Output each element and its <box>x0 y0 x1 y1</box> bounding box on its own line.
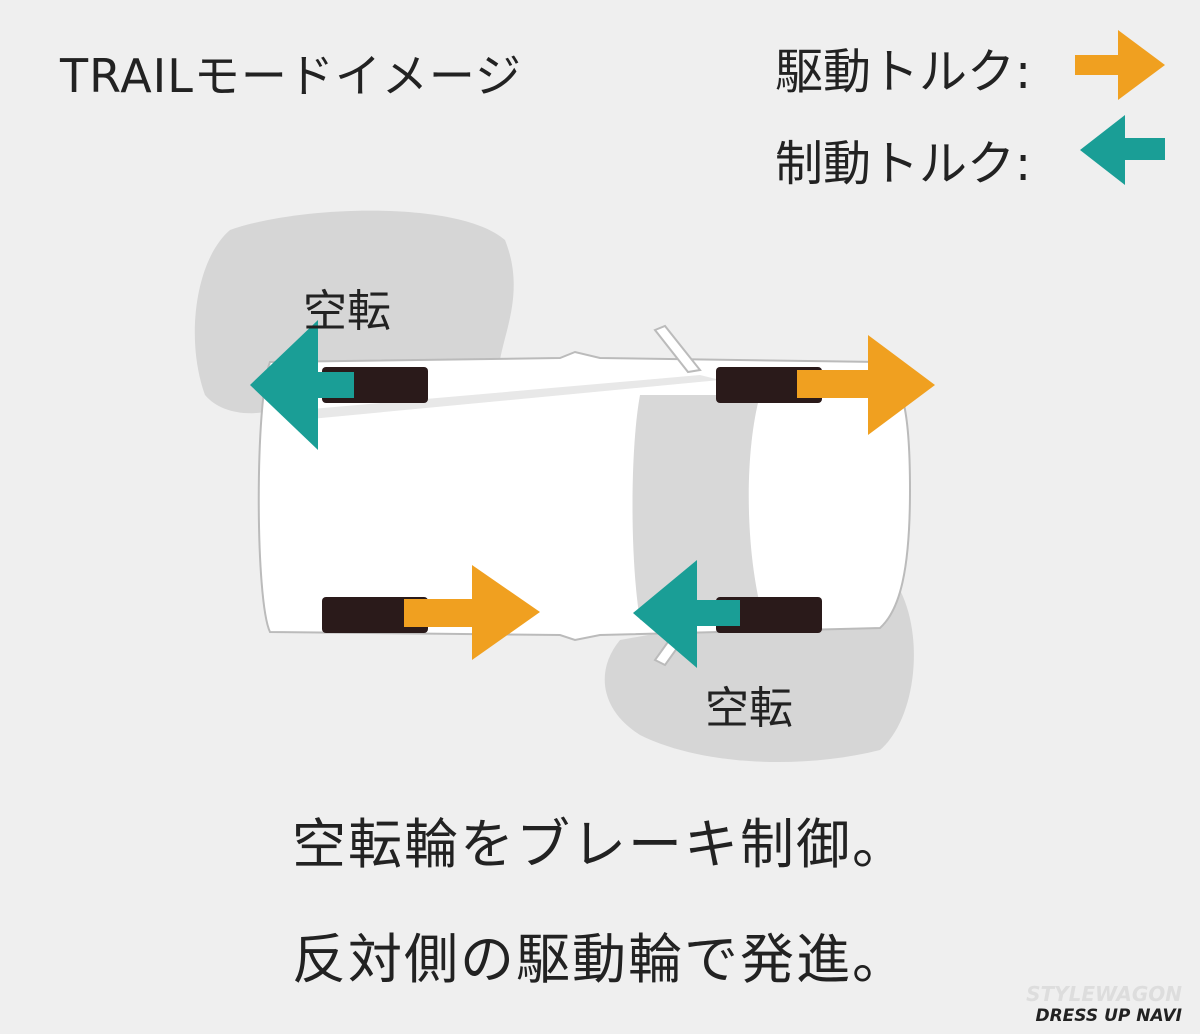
tire-rear-right <box>716 597 822 633</box>
legend-drive-label: 駆動トルク: <box>775 44 1032 100</box>
watermark-dress-up-navi: DRESS UP NAVI <box>1035 1006 1182 1026</box>
legend-brake-arrow-icon <box>1080 115 1165 185</box>
caption-line-2: 反対側の駆動輪で発進。 <box>292 928 908 991</box>
drive-arrow-top-right <box>797 335 935 435</box>
watermark-stylewagon: STYLEWAGON <box>1026 982 1182 1006</box>
tire-rear-left <box>322 597 428 633</box>
car-body <box>257 324 912 667</box>
spin-label-top-left: 空転 <box>303 286 391 337</box>
tire-front-right <box>716 367 822 403</box>
brake-arrow-bottom-right <box>633 560 740 668</box>
drive-arrow-bottom-left <box>404 565 540 660</box>
legend-brake-label: 制動トルク: <box>775 136 1032 192</box>
legend-drive-arrow-icon <box>1075 30 1165 100</box>
caption-line-1: 空転輪をブレーキ制御。 <box>292 813 908 876</box>
diagram-title: TRAILモードイメージ <box>60 49 522 103</box>
brake-arrow-top-left <box>250 320 354 450</box>
spin-label-bottom-right: 空転 <box>705 683 793 734</box>
